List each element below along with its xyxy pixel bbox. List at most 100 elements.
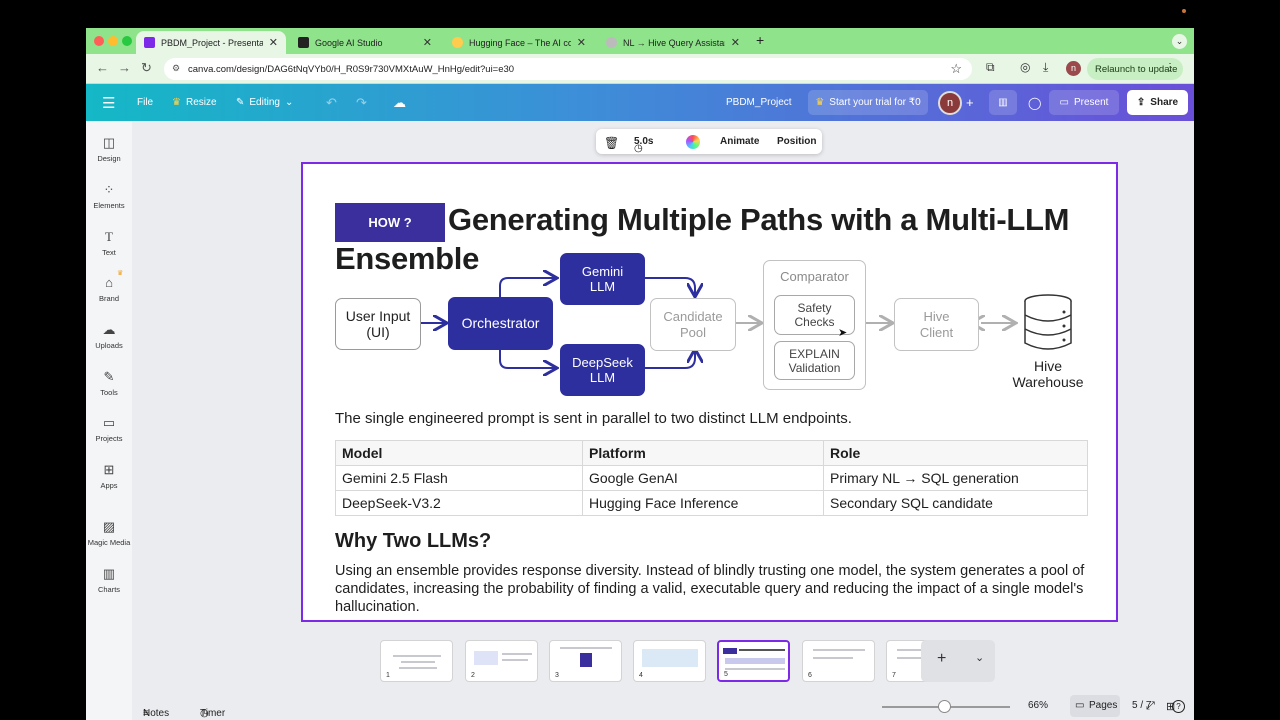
editing-mode-dropdown[interactable]: ✎Editing⌄ [236, 84, 293, 121]
sidebar-item-tools[interactable]: ✎Tools [86, 369, 132, 398]
sidebar-item-magic-media[interactable]: ▨Magic Media [86, 520, 132, 548]
crown-icon: ♛ [117, 270, 124, 277]
tab-google-ai-studio[interactable]: Google AI Studio ✕ [290, 31, 440, 54]
project-name[interactable]: PBDM_Project [726, 84, 792, 121]
sidebar-item-charts[interactable]: ▥Charts [86, 567, 132, 595]
url-field[interactable]: ⚙ canva.com/design/DAG6tNqVYb0/H_R0S9r73… [164, 58, 972, 80]
sidebar-item-label: Design [97, 154, 121, 163]
page-number: 7 [892, 672, 896, 679]
forward-icon[interactable]: → [118, 60, 131, 75]
crown-icon: ♛ [172, 97, 181, 108]
element-toolbar: 🗑 ◷ 5.0s Animate Position [596, 129, 822, 154]
slide-body-text: The single engineered prompt is sent in … [335, 410, 852, 427]
close-window-button[interactable] [94, 36, 104, 46]
page-thumbnail[interactable]: 1 [380, 640, 453, 682]
site-info-icon[interactable]: ⚙ [172, 63, 181, 73]
redo-icon[interactable]: ↷ [356, 94, 367, 110]
resize-button[interactable]: ♛Resize [172, 84, 217, 121]
page-thumbnail[interactable]: 3 [549, 640, 622, 682]
extensions-icon[interactable]: ⧉ [986, 60, 995, 74]
add-collaborator-icon[interactable]: + [966, 95, 974, 110]
mouse-cursor-icon: ➤ [838, 327, 848, 339]
table-row: DeepSeek-V3.2 Hugging Face Inference Sec… [335, 490, 1088, 516]
file-menu[interactable]: File [137, 84, 153, 121]
undo-icon[interactable]: ↶ [326, 94, 337, 110]
page-thumbnail[interactable]: 2 [465, 640, 538, 682]
sidebar-item-design[interactable]: ◫Design [86, 136, 132, 164]
duration-button[interactable]: ◷ 5.0s [634, 136, 653, 154]
pages-view-button[interactable]: ▭ Pages [1070, 695, 1120, 717]
zoom-level[interactable]: 66% [1028, 700, 1049, 711]
help-icon[interactable]: ? [1172, 700, 1185, 713]
tab-label: PBDM_Project - Presentation [161, 37, 263, 48]
slide-canvas[interactable]: HOW ? Generating Multiple Paths with a M… [301, 162, 1118, 622]
minimize-window-button[interactable] [108, 36, 118, 46]
close-tab-icon[interactable]: ✕ [730, 37, 740, 49]
page-number: 1 [386, 672, 390, 679]
add-page-button[interactable]: + ⌄ [921, 640, 995, 682]
tab-hugging-face[interactable]: Hugging Face – The AI community ✕ [444, 31, 594, 54]
start-trial-button[interactable]: ♛Start your trial for ₹0 [808, 90, 928, 115]
project-name-label: PBDM_Project [726, 97, 792, 108]
bookmark-star-icon[interactable]: ☆ [950, 61, 962, 76]
table-cell: DeepSeek-V3.2 [335, 490, 583, 516]
page-thumbnail[interactable]: 4 [633, 640, 706, 682]
user-avatar[interactable]: n [938, 91, 962, 115]
chevron-down-icon[interactable]: ⌄ [975, 652, 985, 664]
sidebar-item-apps[interactable]: ⊞Apps [86, 463, 132, 491]
share-button[interactable]: ⇪Share [1127, 90, 1188, 115]
color-picker-icon[interactable] [686, 135, 700, 149]
sidebar-item-brand[interactable]: ⌂Brand♛ [86, 270, 132, 303]
notes-icon: ≡ [143, 708, 149, 719]
new-tab-button[interactable]: + [756, 32, 765, 48]
tab-hive-query-assistant[interactable]: NL → Hive Query Assistant ✕ [598, 31, 748, 54]
hugging-face-favicon-icon [452, 37, 463, 48]
position-button[interactable]: Position [777, 136, 817, 147]
user-input-node: User Input (UI) [335, 298, 421, 350]
pen-icon: ✎ [103, 369, 115, 384]
timer-icon: ◷ [200, 708, 209, 719]
relaunch-button[interactable]: Relaunch to update ⋮ [1087, 58, 1183, 80]
sidebar-item-projects[interactable]: ▭Projects [86, 416, 132, 444]
more-vert-icon[interactable]: ⋮ [1165, 62, 1175, 73]
pencil-icon: ✎ [236, 97, 245, 108]
download-icon[interactable]: ⤓ [1043, 60, 1049, 74]
page-thumbnail-active[interactable]: 5 [717, 640, 790, 682]
tab-label: Google AI Studio [315, 37, 383, 48]
present-button[interactable]: ▭Present [1049, 90, 1119, 115]
tab-search-chevron-icon[interactable]: ⌄ [1172, 34, 1187, 49]
close-tab-icon[interactable]: ✕ [576, 37, 586, 49]
sidebar-item-label: Uploads [95, 341, 123, 350]
why-heading: Why Two LLMs? [335, 530, 492, 552]
pages-label: Pages [1089, 700, 1118, 711]
chevron-down-icon: ⌄ [284, 97, 294, 108]
reload-icon[interactable]: ↻ [141, 60, 152, 75]
profile-avatar[interactable]: n [1066, 61, 1081, 76]
back-icon[interactable]: ← [96, 60, 109, 75]
animate-button[interactable]: Animate [720, 136, 760, 147]
extension-shield-icon[interactable]: ◎ [1020, 60, 1031, 74]
arrow-gemini-pool [645, 277, 695, 295]
comments-icon[interactable]: ◯ [1028, 95, 1042, 110]
sidebar-item-elements[interactable]: ⁘Elements [86, 183, 132, 211]
menu-hamburger-icon[interactable]: ☰ [102, 94, 116, 112]
zoom-slider-handle[interactable] [938, 700, 951, 713]
close-tab-icon[interactable]: ✕ [422, 37, 432, 49]
tab-pbdm-project[interactable]: PBDM_Project - Presentation ✕ [136, 31, 286, 54]
page-count: 5 / 7 [1132, 700, 1152, 711]
how-badge: HOW ? [335, 203, 445, 242]
insights-chart-icon[interactable]: ▥ [989, 90, 1017, 115]
fullscreen-icon[interactable]: ⤢ [1146, 700, 1155, 712]
sidebar-item-label: Elements [93, 201, 125, 210]
deepseek-llm-node: DeepSeek LLM [560, 344, 645, 396]
globe-favicon-icon [606, 37, 617, 48]
cloud-saved-icon[interactable]: ☁ [393, 94, 406, 110]
sidebar-item-uploads[interactable]: ☁Uploads [86, 323, 132, 351]
grid-view-icon[interactable]: ⊞ [1166, 701, 1176, 713]
maximize-window-button[interactable] [122, 36, 132, 46]
close-tab-icon[interactable]: ✕ [268, 37, 278, 49]
table-cell: Gemini 2.5 Flash [335, 465, 583, 491]
page-thumbnail[interactable]: 6 [802, 640, 875, 682]
trash-icon[interactable]: 🗑 [604, 136, 620, 150]
